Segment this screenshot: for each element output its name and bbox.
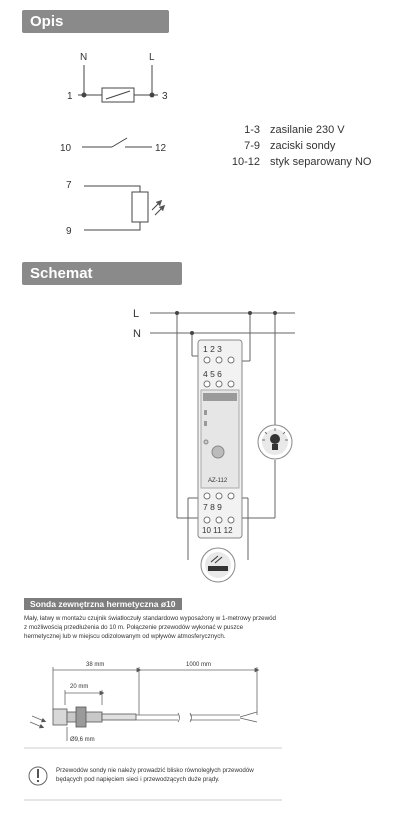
terminal-12: 12: [155, 143, 167, 154]
device-terminals-bottom-1: 7 8 9: [203, 502, 222, 512]
junction-dot: [248, 311, 252, 315]
warning-text: Przewodów sondy nie należy prowadzić bli…: [56, 767, 254, 783]
wiring-label-L: L: [133, 308, 139, 320]
terminal-9: 9: [66, 226, 72, 237]
warning-icon: [28, 766, 48, 786]
dim-1000mm: 1000 mm: [186, 662, 211, 668]
pinout-section-title: Opis wyprowadzeń: [22, 10, 169, 53]
junction-dot: [190, 331, 194, 335]
device-terminals-top: 1 2 3: [203, 344, 222, 354]
wiring-section-title: Schemat podłączenia: [22, 262, 182, 305]
device-terminals-mid: 4 5 6: [203, 369, 222, 379]
dim-diameter: Ø9,6 mm: [70, 737, 95, 743]
sensor-symbol: [84, 185, 166, 231]
legend-value: styk separowany NO: [270, 156, 372, 168]
dim-38mm: 38 mm: [86, 662, 104, 668]
terminal-10: 10: [60, 143, 72, 154]
wiring-lines: [150, 312, 295, 560]
legend-key: 7-9: [244, 140, 260, 152]
device-label: AZ-112: [208, 478, 228, 484]
dim-20mm: 20 mm: [70, 684, 88, 690]
light-sensor-icon: [200, 547, 236, 583]
contact-symbol: [82, 137, 152, 148]
probe-section-title: Sonda zewnętrzna hermetyczna ø10: [24, 598, 182, 610]
device-terminals-bottom-2: 10 11 12: [202, 526, 233, 535]
legend-key: 10-12: [231, 156, 260, 168]
relay-device: [197, 339, 243, 539]
probe-description: Mały, łatwy w montażu czujnik światłoczu…: [24, 615, 276, 640]
label-L: L: [149, 52, 155, 63]
terminal-1: 1: [67, 91, 73, 102]
terminal-3: 3: [162, 91, 168, 102]
label-N: N: [80, 52, 87, 63]
legend-value: zasilanie 230 V: [270, 124, 345, 136]
bulb-icon: [257, 424, 293, 460]
legend-key: 1-3: [244, 124, 260, 136]
junction-dot: [175, 311, 179, 315]
wiring-label-N: N: [133, 328, 141, 340]
supply-symbol: [78, 65, 158, 103]
legend-value: zaciski sondy: [270, 140, 336, 152]
probe-drawing: [29, 667, 260, 741]
terminal-7: 7: [66, 180, 72, 191]
junction-dot: [273, 311, 277, 315]
